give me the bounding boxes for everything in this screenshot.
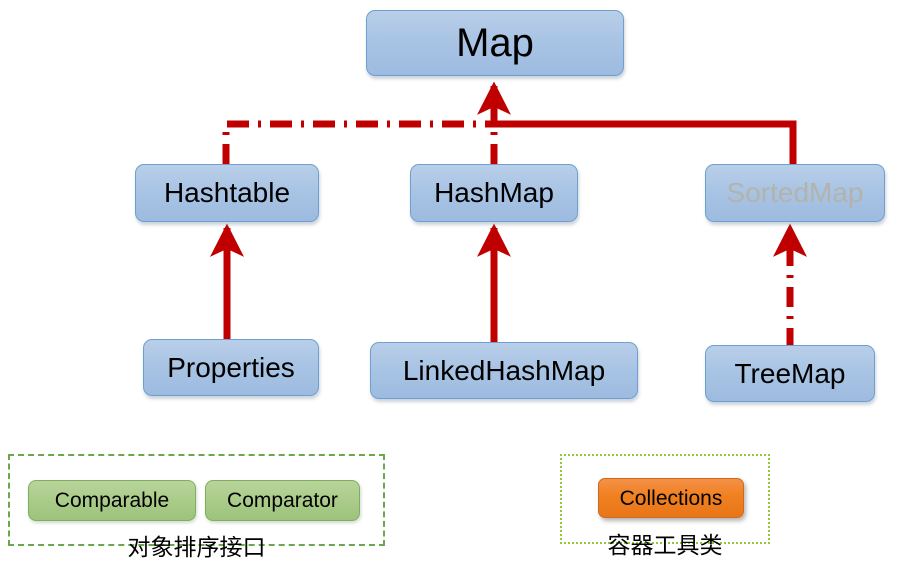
node-collections[interactable]: Collections	[598, 478, 744, 518]
node-hashtable-label: Hashtable	[163, 177, 291, 208]
node-comparable-label: Comparable	[54, 489, 170, 512]
node-sortedmap[interactable]: SortedMap	[705, 164, 885, 222]
legend-box-container-utility	[560, 454, 770, 544]
node-comparator-label: Comparator	[227, 489, 338, 512]
legend-box-sorting-interfaces	[8, 454, 385, 546]
node-hashmap[interactable]: HashMap	[410, 164, 578, 222]
node-linkedhashmap[interactable]: LinkedHashMap	[370, 342, 638, 399]
node-comparator[interactable]: Comparator	[205, 480, 360, 521]
node-treemap[interactable]: TreeMap	[705, 345, 875, 402]
edge-hashtable-to-map	[222, 120, 494, 166]
legend-caption-sorting-interfaces: 对象排序接口	[127, 534, 266, 560]
legend-caption-container-utility: 容器工具类	[607, 532, 723, 558]
node-properties[interactable]: Properties	[143, 339, 319, 396]
node-properties-label: Properties	[167, 351, 295, 383]
node-sortedmap-label: SortedMap	[726, 177, 864, 208]
edge-sortedmap-to-map	[494, 120, 797, 166]
node-hashtable[interactable]: Hashtable	[135, 164, 319, 222]
node-collections-label: Collections	[619, 486, 723, 510]
node-hashmap-label: HashMap	[434, 177, 554, 208]
node-treemap-label: TreeMap	[734, 357, 846, 389]
node-map[interactable]: Map	[366, 10, 624, 76]
node-map-label: Map	[456, 21, 534, 65]
node-linkedhashmap-label: LinkedHashMap	[402, 354, 606, 386]
node-comparable[interactable]: Comparable	[28, 480, 196, 521]
